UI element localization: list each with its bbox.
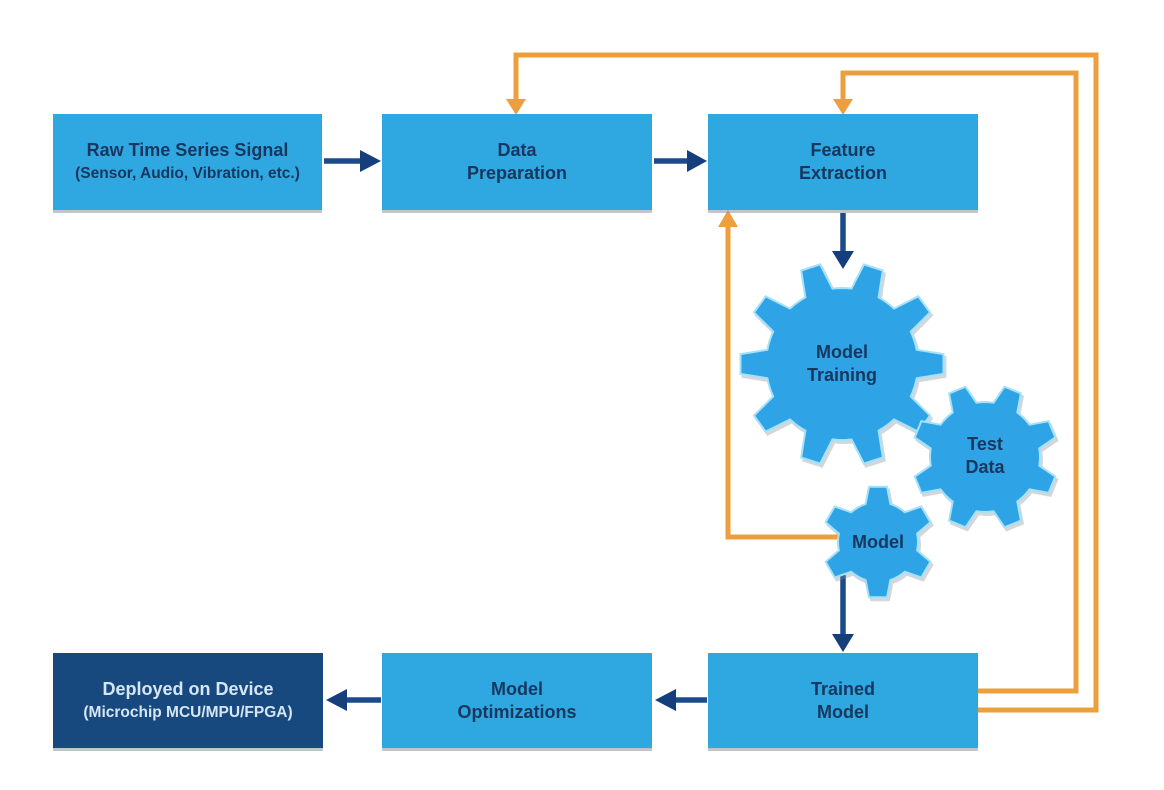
node-label: Data	[497, 140, 537, 160]
gear-label-line: Data	[965, 457, 1005, 477]
node-feature-extraction: Feature Extraction	[708, 114, 978, 210]
model-gear-icon	[824, 485, 932, 599]
node-sublabel: (Sensor, Audio, Vibration, etc.)	[75, 165, 300, 182]
flow-arrow-model-to-trained-model	[832, 575, 854, 652]
node-label: Model	[817, 701, 869, 722]
node-label: Deployed on Device	[102, 678, 274, 699]
flow-arrow-data-preparation-to-feature-extraction	[654, 150, 707, 172]
feedback-arrow-trained-model-to-data-preparation	[506, 52, 1099, 713]
node-trained-model: Trained Model	[708, 653, 978, 748]
gear-label-line: Training	[806, 365, 877, 385]
node-model-optimizations: Model Optimizations	[382, 653, 652, 748]
test-data-gear-icon	[913, 385, 1057, 529]
node-raw-time-series-signal: Raw Time Series Signal (Sensor, Audio, V…	[53, 114, 322, 210]
node-label: Raw Time Series Signal	[86, 140, 289, 160]
gear-label-line: Model	[816, 342, 868, 362]
model-gear-label: Model	[818, 531, 938, 554]
test-data-gear-label: Test Data	[925, 433, 1045, 479]
node-sublabel: (Microchip MCU/MPU/FPGA)	[83, 703, 293, 721]
node-deployed-on-device: Deployed on Device (Microchip MCU/MPU/FP…	[53, 653, 323, 748]
model-training-gear-icon	[739, 263, 945, 465]
flow-arrow-model-optimizations-to-deployed	[326, 689, 381, 711]
model-training-gear-label: Model Training	[762, 341, 922, 387]
feedback-arrow-trained-model-to-feature-extraction	[833, 70, 1079, 694]
flow-arrow-trained-model-to-model-optimizations	[655, 689, 707, 711]
node-data-preparation: Data Preparation	[382, 114, 652, 210]
gear-label-line: Model	[852, 532, 904, 552]
flow-arrow-feature-extraction-to-model-training	[832, 213, 854, 269]
node-label: Trained	[810, 678, 876, 699]
flow-arrow-raw-to-data-preparation	[324, 150, 381, 172]
node-label: Preparation	[466, 163, 568, 183]
feedback-arrow-model-to-feature-extraction	[718, 210, 846, 540]
node-label: Extraction	[798, 163, 888, 183]
node-label: Feature	[810, 140, 876, 160]
node-label: Optimizations	[457, 701, 577, 722]
node-label: Model	[491, 678, 543, 699]
gear-label-line: Test	[967, 434, 1003, 454]
